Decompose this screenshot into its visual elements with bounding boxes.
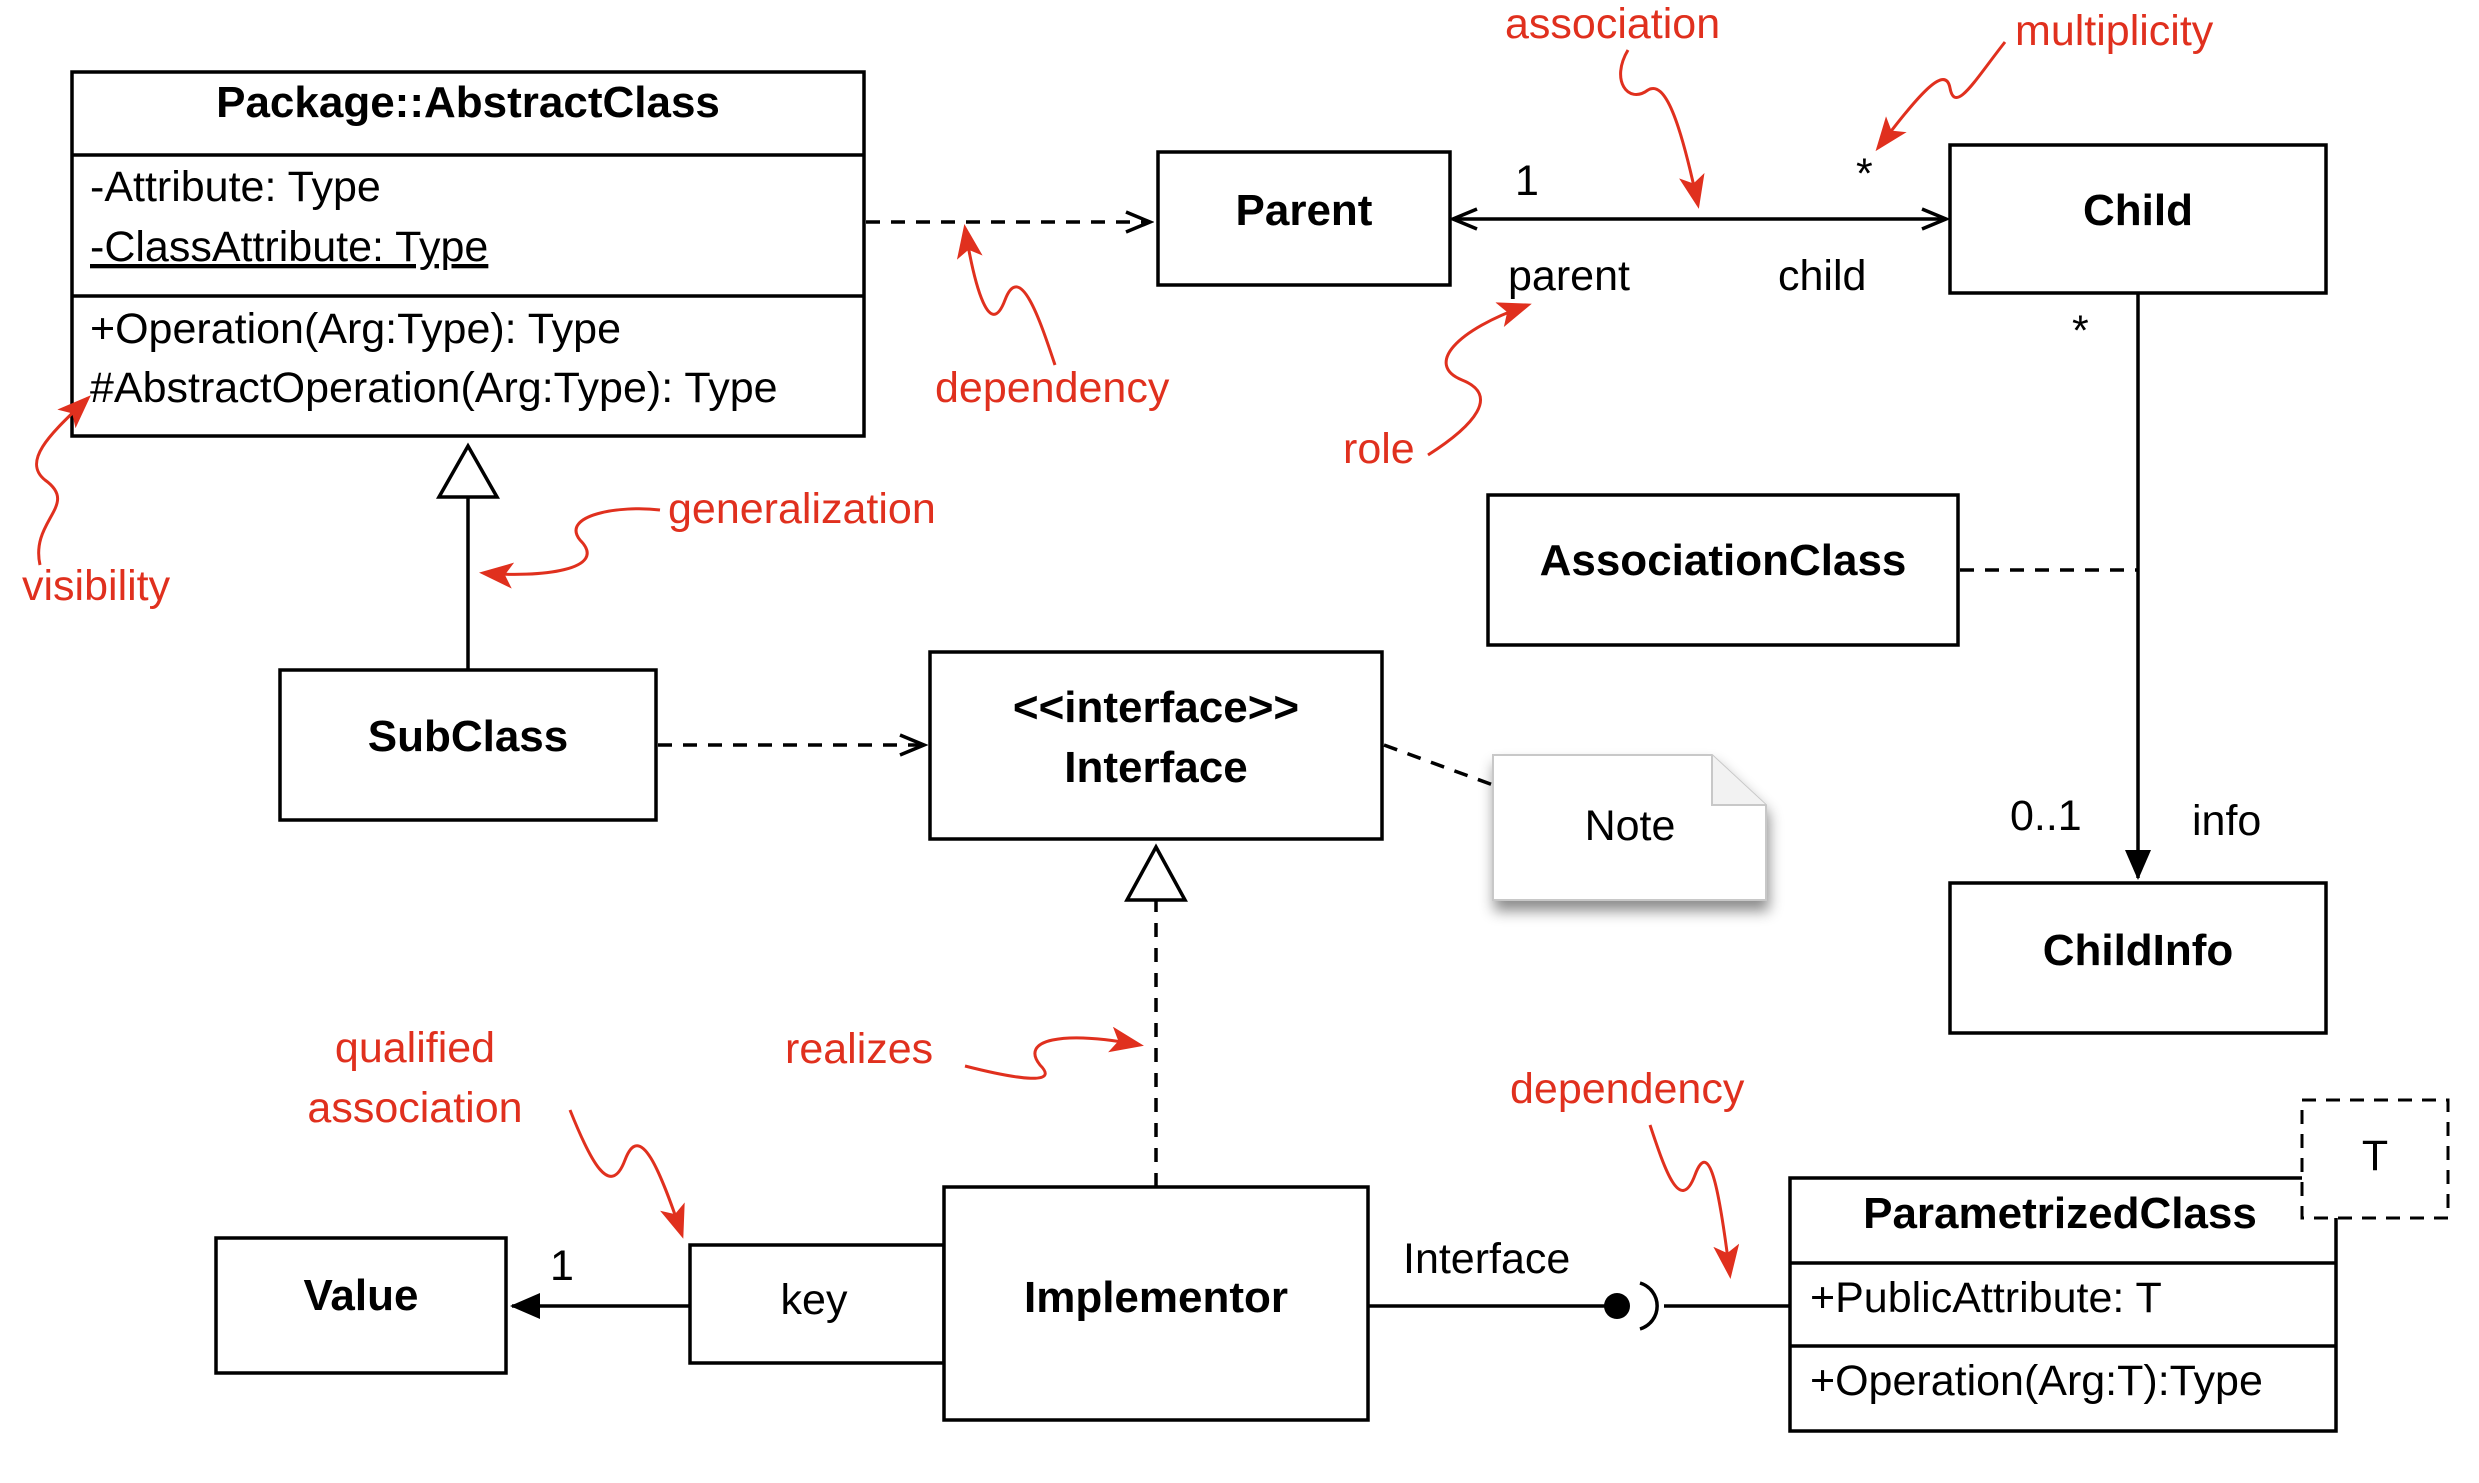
abstract-class-class-attribute: -ClassAttribute: Type — [90, 223, 488, 271]
abstract-class-attribute: -Attribute: Type — [90, 163, 381, 211]
association-class-name: AssociationClass — [1540, 536, 1907, 585]
value-box: Value — [214, 1236, 508, 1375]
child-role: child — [1778, 252, 1866, 300]
implementor-name: Implementor — [1024, 1273, 1288, 1322]
association-class-box: AssociationClass — [1486, 493, 1960, 647]
annotation-dependency-bottom-arrow — [1648, 1124, 1740, 1279]
annotation-visibility: visibility — [22, 562, 171, 610]
annotation-generalization-arrow — [479, 507, 661, 589]
qualifier-key-text: key — [781, 1276, 848, 1324]
interface-box: <<interface>> Interface — [928, 650, 1384, 841]
child-info-box: ChildInfo — [1948, 881, 2328, 1035]
qualifier-key-box: key — [688, 1243, 946, 1365]
value-multiplicity: 1 — [550, 1242, 574, 1290]
annotation-qualified-arrow — [568, 1109, 685, 1239]
sub-class-box: SubClass — [278, 668, 658, 822]
note-anchor-line — [1383, 743, 1494, 787]
info-multiplicity: 0..1 — [2010, 792, 2082, 840]
note-box: Note — [1492, 754, 1767, 901]
provided-interface-ball-icon — [1604, 1293, 1630, 1319]
annotation-qualified-line2: association — [307, 1084, 522, 1132]
parametrized-class-box: ParametrizedClass +PublicAttribute: T +O… — [1788, 1098, 2450, 1433]
abstract-class-name: Package::AbstractClass — [216, 78, 720, 127]
annotation-dependency-top: dependency — [935, 364, 1170, 412]
annotation-realizes: realizes — [785, 1025, 933, 1073]
child-down-multiplicity: * — [2072, 307, 2089, 355]
annotation-qualified-line1: qualified — [335, 1024, 495, 1072]
template-parameter-box — [2300, 1098, 2450, 1220]
interface-name: Interface — [1064, 743, 1247, 792]
info-role: info — [2192, 797, 2261, 845]
child-info-name: ChildInfo — [2043, 926, 2234, 975]
annotation-association-arrow — [1619, 49, 1705, 209]
sub-class-name: SubClass — [368, 712, 569, 761]
abstract-class-abstract-operation: #AbstractOperation(Arg:Type): Type — [90, 364, 778, 412]
interface-stereotype: <<interface>> — [1013, 683, 1299, 732]
parent-role: parent — [1508, 252, 1630, 300]
parametrized-class-operation: +Operation(Arg:T):Type — [1810, 1357, 2263, 1405]
realization-triangle-icon — [1124, 843, 1188, 902]
parent-multiplicity: 1 — [1515, 157, 1539, 205]
annotation-realizes-arrow — [964, 1026, 1144, 1080]
child-box: Child — [1948, 143, 2328, 295]
child-name: Child — [2083, 186, 2193, 235]
abstract-class-operation: +Operation(Arg:Type): Type — [90, 305, 621, 353]
annotation-visibility-arrow — [35, 395, 91, 566]
parent-box: Parent — [1156, 150, 1452, 287]
parametrized-class-name: ParametrizedClass — [1863, 1189, 2257, 1238]
interface-lollipop-label: Interface — [1403, 1235, 1570, 1283]
note-fold-icon — [1711, 755, 1766, 806]
annotation-role: role — [1343, 425, 1415, 473]
parametrized-class-attribute: +PublicAttribute: T — [1810, 1274, 2162, 1322]
generalization-triangle-icon — [435, 442, 501, 499]
annotation-role-arrow — [1427, 302, 1532, 457]
value-name: Value — [304, 1271, 419, 1320]
abstract-class-box: Package::AbstractClass -Attribute: Type … — [70, 70, 866, 438]
parent-name: Parent — [1236, 186, 1373, 235]
template-parameter-text: T — [2362, 1132, 2388, 1180]
annotation-dependency-bottom: dependency — [1510, 1065, 1745, 1113]
annotation-multiplicity: multiplicity — [2015, 7, 2214, 55]
annotation-dependency-top-arrow — [956, 224, 1057, 366]
required-interface-socket-icon — [1639, 1281, 1659, 1331]
child-multiplicity: * — [1856, 150, 1873, 198]
annotation-multiplicity-arrow — [1875, 41, 2007, 152]
annotation-generalization: generalization — [668, 485, 936, 533]
implementor-box: Implementor — [942, 1185, 1370, 1422]
note-text: Note — [1585, 802, 1676, 850]
annotation-association: association — [1505, 0, 1720, 48]
